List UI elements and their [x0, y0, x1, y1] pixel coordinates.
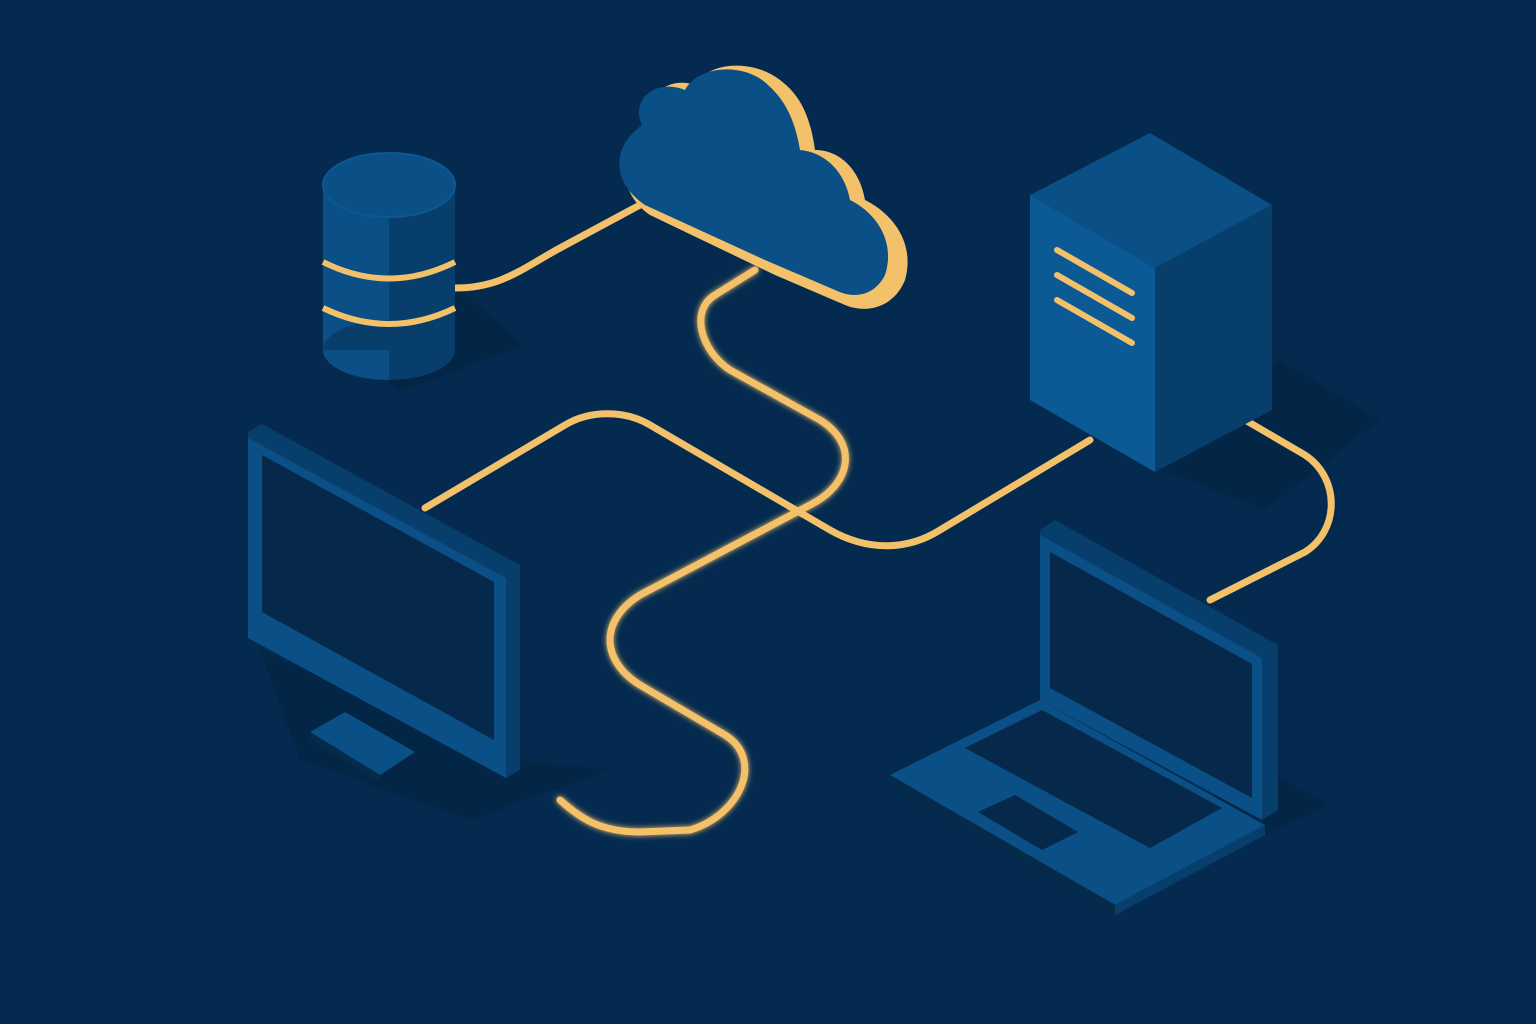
database-bottom-left	[323, 350, 389, 380]
laptop-trackpad	[978, 795, 1078, 850]
laptop-icon	[890, 520, 1278, 915]
cable-cloud-desktop	[556, 266, 849, 836]
database-ring-1	[321, 259, 457, 282]
desktop-monitor-icon	[248, 424, 520, 782]
cables	[421, 201, 1335, 836]
cable-server-laptop	[1206, 406, 1335, 604]
server-slot-1	[1054, 247, 1135, 296]
cloud-icon	[619, 65, 908, 309]
database-top-rim	[322, 152, 456, 218]
cloud-face	[619, 69, 889, 295]
laptop-screen	[1050, 552, 1252, 798]
desktop-stand-base	[310, 712, 415, 775]
laptop-base-side	[1115, 825, 1265, 915]
database-icon	[321, 152, 457, 380]
server-front	[1030, 195, 1155, 472]
server-side	[1155, 205, 1272, 472]
database-ring-2	[321, 305, 457, 327]
desktop-stand-edge	[310, 732, 380, 782]
server-slot-2	[1054, 272, 1135, 321]
laptop-base-front	[890, 775, 1115, 915]
server-top	[1030, 133, 1272, 268]
database-top	[323, 153, 455, 217]
desktop-screen	[262, 455, 494, 740]
cable-database-cloud	[451, 201, 644, 292]
laptop-keyboard	[965, 710, 1222, 848]
server-slot-3	[1054, 297, 1135, 346]
cable-desktop-server	[421, 410, 1094, 550]
server-icon	[1030, 133, 1272, 472]
